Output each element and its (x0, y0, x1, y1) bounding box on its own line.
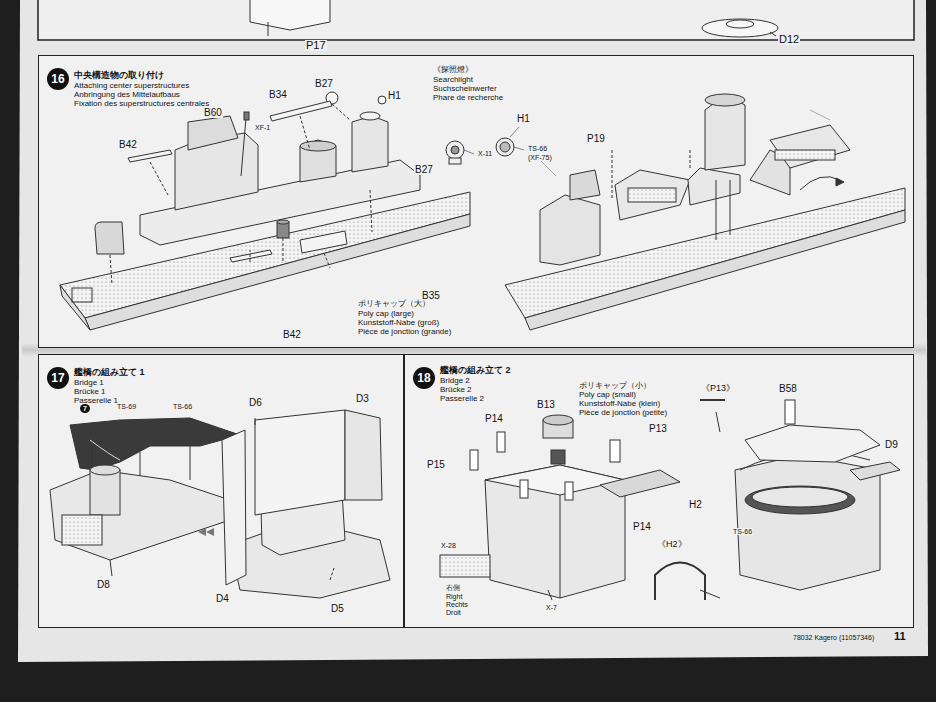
note-text: ポリキャップ（小） (578, 382, 652, 390)
part-number: D8 (96, 580, 111, 590)
step17-parts (50, 410, 390, 598)
part-number: B13 (536, 400, 556, 410)
note-text: 7 (80, 404, 90, 413)
step-heading: 艦橋の組み立て 2Bridge 2Brücke 2Passerelle 2 (440, 365, 511, 403)
step-number: 18 (413, 367, 435, 389)
step-number: 16 (47, 68, 69, 90)
note-text: TS-66 (172, 403, 193, 410)
step-panel: 艦橋の組み立て 1Bridge 1Brücke 1Passerelle 1 17 (38, 354, 404, 628)
note-text: XF-1 (254, 124, 271, 131)
note-text: (XF-75) (527, 154, 553, 161)
note-text: Phare de recherche (432, 94, 504, 102)
part-number: H1 (516, 114, 531, 124)
note-text: Kunststoff-Nabe (groß) (357, 319, 440, 327)
note-text: Right (445, 593, 463, 600)
part-number: D12 (778, 34, 800, 45)
part-number: D4 (215, 594, 230, 604)
step-heading: 中央構造物の取り付けAttaching center superstructur… (74, 70, 209, 108)
part-number: B60 (203, 108, 223, 118)
part-number: P17 (305, 40, 327, 51)
part-number: 《P13》 (700, 384, 736, 393)
part-number: 《H2》 (656, 540, 688, 549)
part-number: B42 (118, 140, 138, 150)
part-number: D5 (330, 604, 345, 614)
note-text: X-7 (545, 604, 558, 611)
part-number: B58 (778, 384, 798, 394)
part-number: P13 (648, 424, 668, 434)
note-text: 右側 (445, 584, 461, 591)
previous-step-parts (250, 0, 778, 37)
part-number: D6 (248, 398, 263, 408)
heading-text: Brücke 2 (440, 385, 511, 394)
note-text: Poly cap (small) (578, 391, 637, 399)
note-text: X-28 (440, 542, 457, 549)
part-number: B27 (414, 165, 434, 175)
step-panel: 艦橋の組み立て 2Bridge 2Brücke 2Passerelle 2 18 (404, 354, 914, 628)
note-text: 《探照燈》 (432, 66, 474, 74)
note-text: Rechts (445, 601, 469, 608)
part-number: H1 (387, 91, 402, 101)
note-text: Droit (445, 609, 462, 616)
note-text: Kunststoff-Nabe (klein) (578, 400, 661, 408)
step18-parts (440, 400, 900, 600)
part-number: 11 (893, 631, 907, 642)
heading-text: Attaching center superstructures (74, 81, 209, 90)
step-number-text: 18 (417, 372, 430, 384)
note-text: TS-66 (527, 145, 548, 152)
note-text: Pièce de jonction (grande) (357, 328, 452, 336)
heading-text: Anbringung des Mittelaufbaus (74, 90, 209, 99)
step-number-text: 16 (51, 73, 64, 85)
part-number: B42 (282, 330, 302, 340)
heading-text: Fixation des superstructures centrales (74, 99, 209, 108)
note-text: Searchlight (432, 76, 474, 84)
searchlight-parts (446, 127, 524, 164)
step-heading: 艦橋の組み立て 1Bridge 1Brücke 1Passerelle 1 (74, 367, 145, 405)
part-number: D9 (884, 440, 899, 450)
step16-left-assembly (60, 92, 470, 330)
heading-text: 中央構造物の取り付け (74, 70, 209, 81)
note-text: X-11 (477, 150, 493, 157)
heading-text: Bridge 2 (440, 376, 511, 385)
part-number: P15 (426, 460, 446, 470)
note-text: Suchscheinwerfer (432, 85, 498, 93)
heading-text: Brücke 1 (74, 387, 145, 396)
part-number: B27 (314, 79, 334, 89)
note-text: Pièce de jonction (petite) (578, 409, 668, 417)
part-number: H2 (688, 500, 703, 510)
step-number: 17 (47, 367, 69, 389)
step16-right-assembly (505, 94, 905, 330)
heading-text: 艦橋の組み立て 1 (74, 367, 145, 378)
note-text: ポリキャップ（大） (357, 300, 431, 308)
part-number: B34 (268, 90, 288, 100)
part-number: P14 (484, 414, 504, 424)
note-text: Poly cap (large) (357, 310, 415, 318)
heading-text: 艦橋の組み立て 2 (440, 365, 511, 376)
step-number-text: 17 (51, 372, 64, 384)
note-text: TS-66 (732, 528, 753, 535)
part-number: D3 (355, 394, 370, 404)
part-number: P14 (632, 522, 652, 532)
heading-text: Passerelle 2 (440, 394, 511, 403)
heading-text: Bridge 1 (74, 378, 145, 387)
note-text: TS-69 (116, 403, 137, 410)
part-number: P19 (586, 134, 606, 144)
note-text: 78032 Kagero (11057346) (792, 634, 875, 641)
